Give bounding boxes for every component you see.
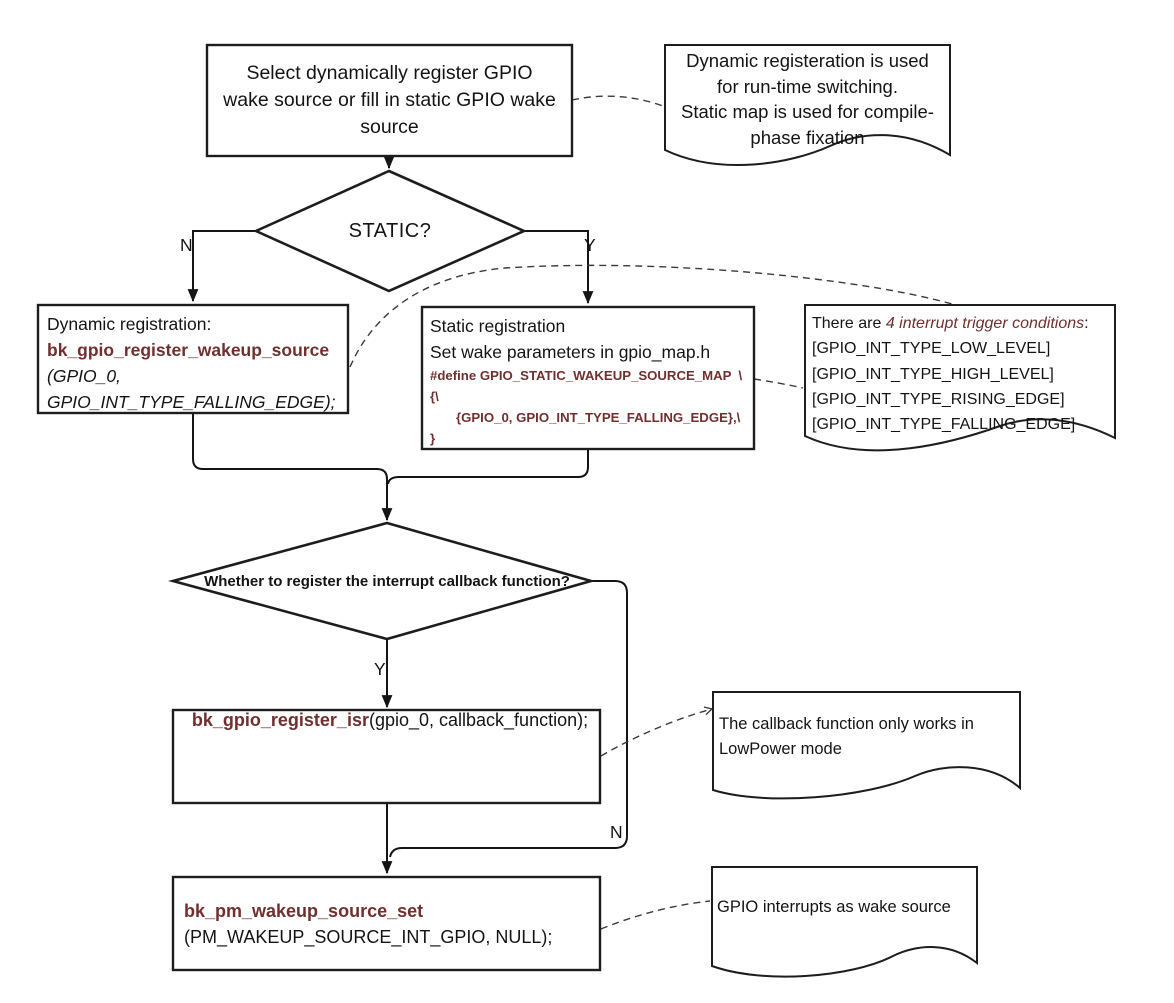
- dynamic-box-arg1: (GPIO_0,: [47, 366, 121, 386]
- pm-box-function: bk_pm_wakeup_source_set: [184, 900, 424, 921]
- callout-shapes: [664, 44, 1116, 978]
- branch-yes2-label: Y: [374, 659, 386, 679]
- decision-callback-label: Whether to register the interrupt callba…: [204, 572, 570, 590]
- dynamic-box-title: Dynamic registration:: [47, 314, 212, 334]
- line-merge-right: [387, 449, 589, 485]
- note-trigger-item: [GPIO_INT_TYPE_FALLING_EDGE]: [812, 416, 1076, 434]
- note-trigger-heading: There are 4 interrupt trigger conditions…: [812, 311, 1114, 336]
- dash-static-to-trigger-note: [753, 378, 804, 389]
- note-callback-text: The callback function only works in LowP…: [719, 715, 974, 758]
- static-box-code-line: {\: [430, 389, 439, 404]
- note-trigger-suffix: :: [1084, 315, 1089, 332]
- note-trigger-item: [GPIO_INT_TYPE_HIGH_LEVEL]: [812, 365, 1054, 383]
- isr-box-shape: [171, 708, 602, 805]
- dash-dynamic-to-trigger-note: [349, 264, 953, 368]
- branch-no2-label: N: [610, 822, 623, 842]
- note-wake-shape: [711, 866, 978, 978]
- dashed-connectors: [349, 95, 953, 930]
- note-trigger-item: [GPIO_INT_TYPE_LOW_LEVEL]: [812, 340, 1051, 358]
- note-callback-shape: [712, 691, 1021, 800]
- arrow-no-branch: [187, 230, 256, 303]
- isr-box-text: bk_gpio_register_isr(gpio_0, callback_fu…: [173, 710, 600, 803]
- note-trigger-prefix: There are: [812, 315, 886, 332]
- note-trigger-item: [GPIO_INT_TYPE_RISING_EDGE]: [812, 390, 1065, 408]
- note-registration-line: Static map is used for compile-: [681, 101, 934, 122]
- note-trigger-shape: [804, 304, 1116, 452]
- note-wake-text: GPIO interrupts as wake source: [717, 898, 951, 916]
- start-box-shape: [205, 43, 574, 158]
- pm-box-shape: [171, 875, 602, 972]
- static-box-subtitle: Set wake parameters in gpio_map.h: [430, 342, 711, 362]
- decision-static-label: STATIC?: [348, 219, 432, 242]
- arrow-merge-left: [192, 413, 393, 522]
- line-no-branch2: [389, 580, 628, 858]
- branch-no-label: N: [180, 235, 193, 255]
- branch-yes-label: Y: [584, 235, 596, 255]
- note-registration-line: for run-time switching.: [717, 75, 898, 97]
- start-box-label: Select dynamically register GPIO wake so…: [223, 62, 556, 138]
- static-box-code-line: }: [430, 431, 436, 446]
- dynamic-box-arg2: GPIO_INT_TYPE_FALLING_EDGE);: [47, 392, 336, 412]
- dynamic-box-shape: [36, 303, 350, 415]
- node-shapes: [36, 43, 756, 972]
- static-box-code-line: {GPIO_0, GPIO_INT_TYPE_FALLING_EDGE},\: [456, 410, 741, 425]
- dash-isr-to-note: [600, 709, 712, 757]
- decision-callback-shape: [168, 521, 596, 641]
- connectors: [187, 156, 628, 875]
- static-box-text: Static registration Set wake parameters …: [430, 313, 752, 449]
- static-box-shape: [420, 305, 756, 451]
- static-box-title: Static registration: [430, 316, 566, 336]
- isr-box-function: bk_gpio_register_isr: [191, 710, 369, 730]
- dash-pm-to-note: [600, 900, 711, 930]
- note-registration-line: phase fixation: [750, 126, 865, 148]
- pm-box-args: (PM_WAKEUP_SOURCE_INT_GPIO, NULL);: [184, 926, 553, 947]
- dynamic-box-text: Dynamic registration: bk_gpio_register_w…: [47, 311, 345, 415]
- decision-static-shape: [252, 169, 528, 293]
- note-trigger: There are 4 interrupt trigger conditions…: [812, 311, 1114, 437]
- static-box-code-line: #define GPIO_STATIC_WAKEUP_SOURCE_MAP \: [430, 368, 743, 383]
- dash-start-to-note: [571, 95, 664, 107]
- arrow-yes-branch: [524, 230, 594, 305]
- note-registration-line: Dynamic registeration is used: [686, 50, 929, 71]
- note-registration-shape: [664, 44, 951, 167]
- dynamic-box-function: bk_gpio_register_wakeup_source: [47, 340, 330, 360]
- note-trigger-emphasis: 4 interrupt trigger conditions: [885, 315, 1085, 332]
- isr-box-args: (gpio_0, callback_function);: [368, 710, 589, 730]
- note-registration: Dynamic registeration is used for run-ti…: [665, 48, 950, 150]
- pm-box-text: bk_pm_wakeup_source_set (PM_WAKEUP_SOURC…: [173, 877, 600, 970]
